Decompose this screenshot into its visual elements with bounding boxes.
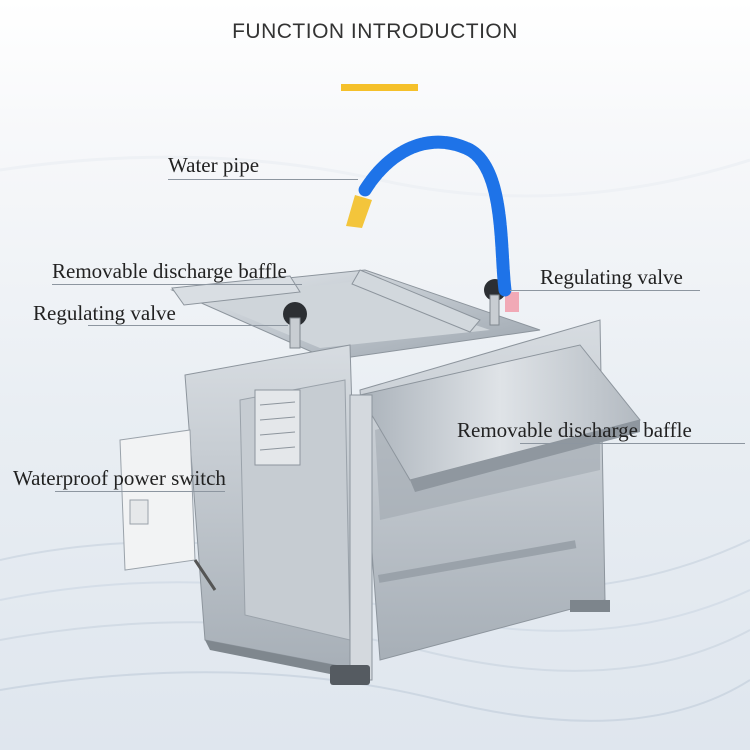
label-regulating-valve-left: Regulating valve	[33, 301, 176, 325]
leader-regulating-valve-right	[510, 290, 700, 291]
leader-water-pipe	[168, 179, 358, 180]
label-waterproof-power-switch: Waterproof power switch	[13, 466, 226, 490]
label-removable-baffle-right: Removable discharge baffle	[457, 418, 692, 442]
title-accent-bar	[341, 84, 418, 91]
label-removable-baffle-top: Removable discharge baffle	[52, 259, 287, 283]
leader-removable-baffle-top	[52, 284, 302, 285]
leader-regulating-valve-left	[88, 325, 288, 326]
label-regulating-valve-right: Regulating valve	[540, 265, 683, 289]
label-water-pipe: Water pipe	[168, 153, 260, 177]
leader-removable-baffle-right	[520, 443, 745, 444]
page-title: FUNCTION INTRODUCTION	[232, 20, 518, 43]
leader-waterproof-power-switch	[55, 491, 225, 492]
